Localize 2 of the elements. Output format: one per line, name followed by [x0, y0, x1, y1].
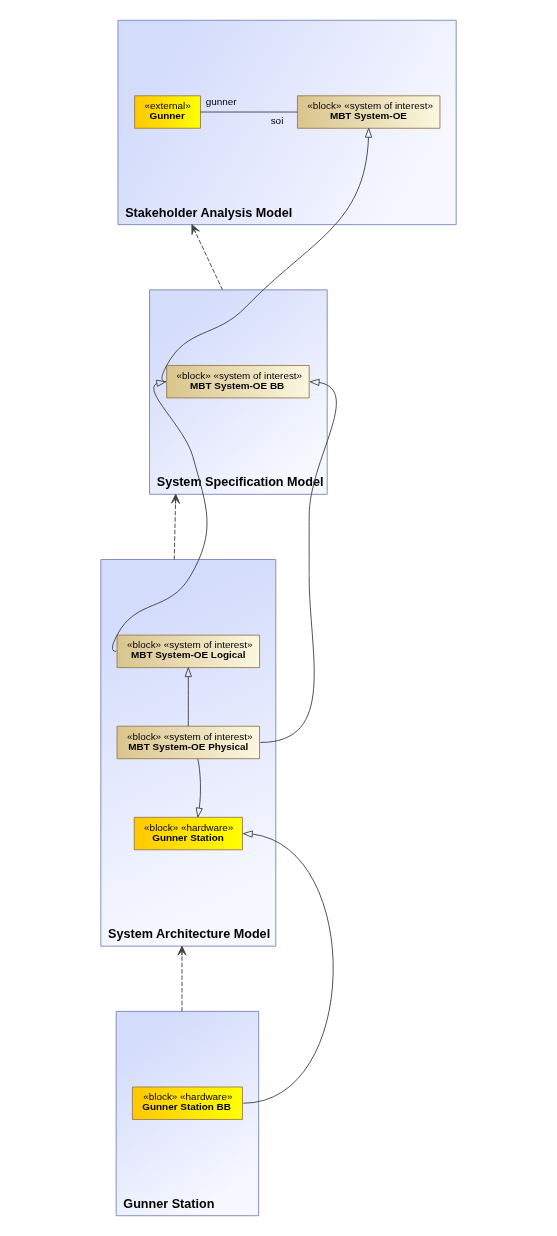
label: gunner — [205, 96, 237, 108]
label: soi — [270, 115, 284, 127]
